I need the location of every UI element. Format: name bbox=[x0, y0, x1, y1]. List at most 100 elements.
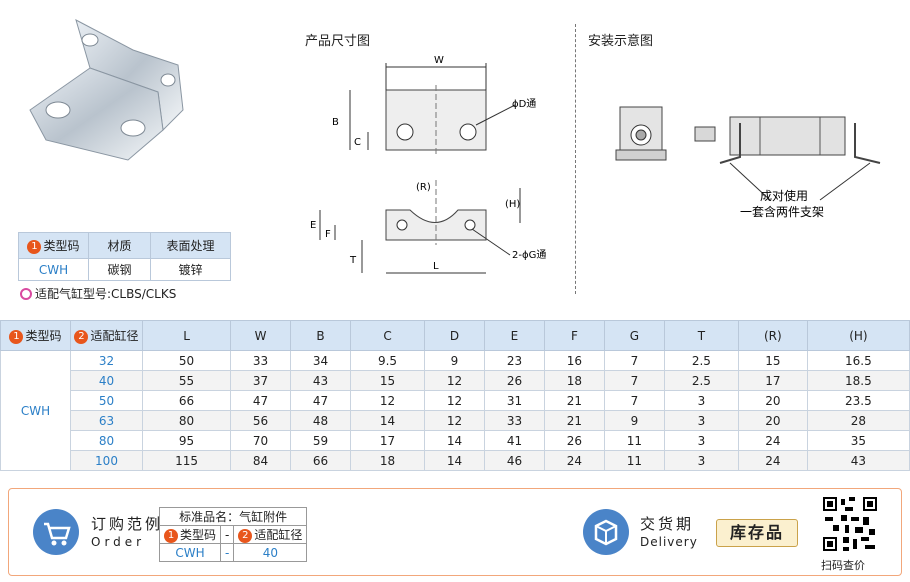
std-name: 标准品名：气缸附件 bbox=[158, 507, 308, 526]
label-od: ϕD通 bbox=[512, 98, 536, 110]
value-cell: 47 bbox=[230, 390, 292, 411]
label-w: W bbox=[434, 55, 444, 66]
bore-cell: 63 bbox=[70, 410, 143, 431]
label-f: F bbox=[325, 229, 331, 240]
value-cell: 34 bbox=[290, 350, 351, 371]
label-b: B bbox=[332, 117, 339, 128]
value-cell: 66 bbox=[141, 390, 232, 411]
value-cell: 48 bbox=[290, 410, 351, 431]
value-cell: 18 bbox=[543, 370, 605, 391]
col-h: (H) bbox=[806, 320, 910, 351]
value-cell: 21 bbox=[543, 390, 605, 411]
value-cell: 12 bbox=[424, 370, 485, 391]
value-cell: 12 bbox=[349, 390, 426, 411]
value-cell: 37 bbox=[230, 370, 292, 391]
value-cell: 18.5 bbox=[806, 370, 910, 391]
value-cell: 15 bbox=[349, 370, 426, 391]
value-cell: 59 bbox=[290, 430, 351, 451]
value-cell: 7 bbox=[603, 350, 665, 371]
value-cell: 41 bbox=[483, 430, 545, 451]
order-title: 订购范例 bbox=[91, 515, 164, 533]
value-cell: 16.5 bbox=[806, 350, 910, 371]
value-cell: 35 bbox=[806, 430, 910, 451]
qr-code-icon[interactable] bbox=[821, 495, 879, 553]
delivery-box-icon bbox=[583, 509, 629, 555]
bore-cell: 80 bbox=[70, 430, 143, 451]
value-cell: 3 bbox=[663, 410, 739, 431]
label-e: E bbox=[310, 220, 316, 231]
value-cell: 23.5 bbox=[806, 390, 910, 411]
value-cell: 11 bbox=[603, 430, 665, 451]
value-cell: 26 bbox=[483, 370, 545, 391]
value-cell: 43 bbox=[806, 450, 910, 471]
value-cell: 20 bbox=[737, 390, 808, 411]
col-b: B bbox=[290, 320, 351, 351]
value-cell: 16 bbox=[543, 350, 605, 371]
fit-text: 适配气缸型号:CLBS/CLKS bbox=[35, 287, 177, 301]
value-cell: 23 bbox=[483, 350, 545, 371]
label-og: 2-ϕG通 bbox=[512, 249, 546, 261]
value-cell: 80 bbox=[141, 410, 232, 431]
install-title: 安装示意图 bbox=[588, 34, 654, 49]
value-cell: 55 bbox=[141, 370, 232, 391]
bore-cell: 100 bbox=[70, 450, 143, 471]
col-r: (R) bbox=[737, 320, 808, 351]
value-cell: 9 bbox=[603, 410, 665, 431]
value-cell: 115 bbox=[141, 450, 232, 471]
value-cell: 33 bbox=[483, 410, 545, 431]
delivery-title: 交货期 bbox=[640, 515, 695, 533]
value-cell: 56 bbox=[230, 410, 292, 431]
label-h: (H) bbox=[505, 199, 520, 210]
delivery-subtitle: Delivery bbox=[640, 535, 698, 549]
spec-header-material: 材质 bbox=[88, 232, 151, 259]
col-e: E bbox=[483, 320, 545, 351]
value-cell: 20 bbox=[737, 410, 808, 431]
stock-badge[interactable]: 库存品 bbox=[716, 519, 798, 547]
spec-finish: 镀锌 bbox=[150, 258, 231, 281]
value-cell: 2.5 bbox=[663, 370, 739, 391]
fit-note: 适配气缸型号:CLBS/CLKS bbox=[20, 285, 176, 302]
bore-cell: 50 bbox=[70, 390, 143, 411]
value-cell: 46 bbox=[483, 450, 545, 471]
value-cell: 50 bbox=[141, 350, 232, 371]
value-cell: 43 bbox=[290, 370, 351, 391]
value-cell: 47 bbox=[290, 390, 351, 411]
bore-cell: 40 bbox=[70, 370, 143, 391]
value-cell: 84 bbox=[230, 450, 292, 471]
value-cell: 9.5 bbox=[349, 350, 426, 371]
label-t: T bbox=[349, 255, 357, 266]
col-c: C bbox=[349, 320, 426, 351]
spec-type-code: CWH bbox=[18, 258, 89, 281]
value-cell: 28 bbox=[806, 410, 910, 431]
value-cell: 3 bbox=[663, 430, 739, 451]
value-cell: 11 bbox=[603, 450, 665, 471]
value-cell: 24 bbox=[543, 450, 605, 471]
value-cell: 18 bbox=[349, 450, 426, 471]
col-g: G bbox=[603, 320, 665, 351]
bore-cell: 32 bbox=[70, 350, 143, 371]
value-cell: 17 bbox=[737, 370, 808, 391]
order-subtitle: Order bbox=[91, 535, 146, 549]
order-val-type: CWH bbox=[158, 543, 222, 562]
type-code-cell: CWH bbox=[0, 350, 71, 471]
value-cell: 7 bbox=[603, 370, 665, 391]
value-cell: 66 bbox=[290, 450, 351, 471]
cart-icon bbox=[33, 509, 79, 555]
label-pair: 成对使用 bbox=[760, 188, 808, 203]
value-cell: 3 bbox=[663, 450, 739, 471]
value-cell: 95 bbox=[141, 430, 232, 451]
col-d: D bbox=[424, 320, 485, 351]
order-val-bore: 40 bbox=[233, 543, 308, 562]
